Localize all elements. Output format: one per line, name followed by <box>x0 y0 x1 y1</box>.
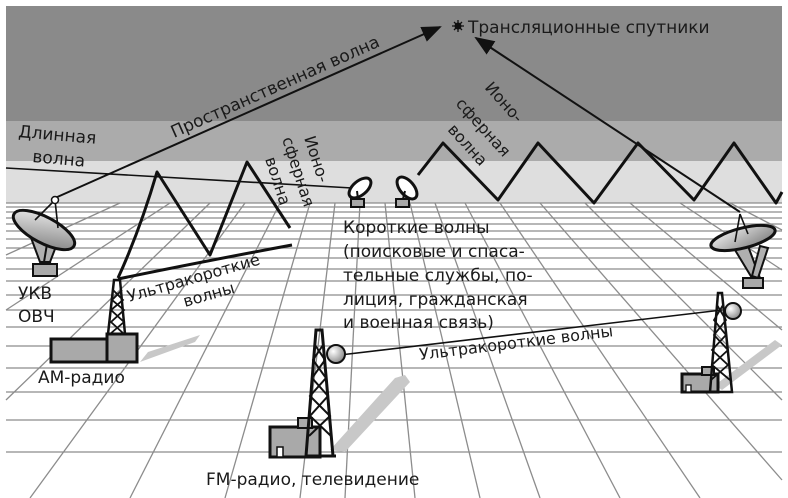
vhf-dish-icon <box>11 195 77 277</box>
right-dish-icon <box>709 213 777 289</box>
sky-middle-layer <box>6 121 782 161</box>
long-wave-path <box>5 167 353 189</box>
label-vhf-2: ОВЧ <box>18 307 55 327</box>
right-radio-tower-icon <box>680 291 742 394</box>
label-satellites: Трансляционные спутники <box>467 18 710 38</box>
short-waves-line: лиция, гражданская <box>343 290 528 310</box>
atmosphere-layers <box>6 6 782 203</box>
uhf-left-path <box>117 243 293 281</box>
sky-upper-layer <box>6 6 782 121</box>
right-dish-satellite-path <box>474 36 741 213</box>
label-fm-tv: FM-радио, телевидение <box>206 470 419 490</box>
ground-grid <box>5 202 783 498</box>
short-waves-line: и военная связь) <box>343 313 494 333</box>
space-wave-path <box>54 26 442 199</box>
uhf-right-path <box>339 309 723 356</box>
label-am-radio: АМ-радио <box>38 368 125 388</box>
shortwave-dish-2-icon <box>395 175 419 208</box>
sky-lower-layer <box>6 161 782 203</box>
shortwave-dish-1-icon <box>347 176 373 208</box>
am-radio-tower-icon <box>49 278 139 364</box>
satellite-star-icon <box>452 20 464 32</box>
short-waves-line: Короткие волны <box>343 218 490 238</box>
iono-wave-left-path <box>116 160 292 279</box>
fm-radio-tower-icon <box>268 328 346 459</box>
iono-wave-right-path <box>416 141 784 205</box>
label-short-waves: Короткие волны (поисковые и спаса- тельн… <box>343 218 533 333</box>
short-waves-line: тельные службы, по- <box>343 266 533 286</box>
label-long-wave-2: волна <box>32 147 86 172</box>
label-vhf-1: УКВ <box>18 284 52 304</box>
short-waves-line: (поисковые и спаса- <box>343 242 525 262</box>
